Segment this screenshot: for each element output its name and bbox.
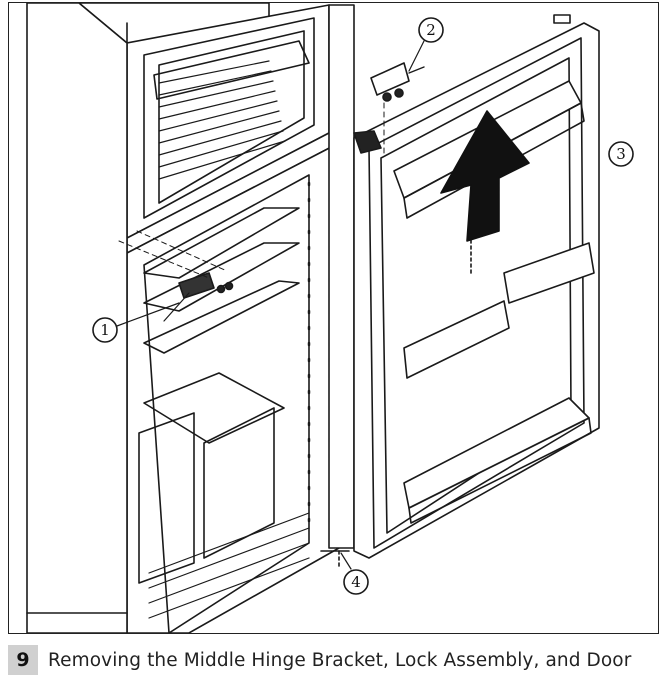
callout-2: 2	[408, 17, 444, 72]
callout-1-label: 1	[100, 321, 110, 339]
bottom-hinge-pin	[320, 550, 350, 569]
middle-hinge-bracket	[118, 230, 234, 322]
figure-caption: 9 Removing the Middle Hinge Bracket, Loc…	[8, 644, 659, 676]
callout-3-label: 3	[616, 145, 626, 163]
callout-2-label: 2	[426, 21, 436, 39]
refrigerator-door	[353, 14, 600, 559]
callout-3: 3	[608, 141, 634, 167]
caption-text: Removing the Middle Hinge Bracket, Lock …	[48, 649, 632, 671]
illustration-frame: 1 2 3 4	[8, 2, 659, 634]
lift-direction-arrow	[440, 110, 530, 242]
refrigerator-illustration: 1 2 3 4	[26, 3, 634, 633]
callout-4: 4	[340, 552, 369, 595]
callout-1: 1	[92, 302, 180, 343]
callout-4-label: 4	[351, 573, 361, 591]
step-number-badge: 9	[8, 645, 38, 675]
cabinet	[26, 3, 355, 633]
